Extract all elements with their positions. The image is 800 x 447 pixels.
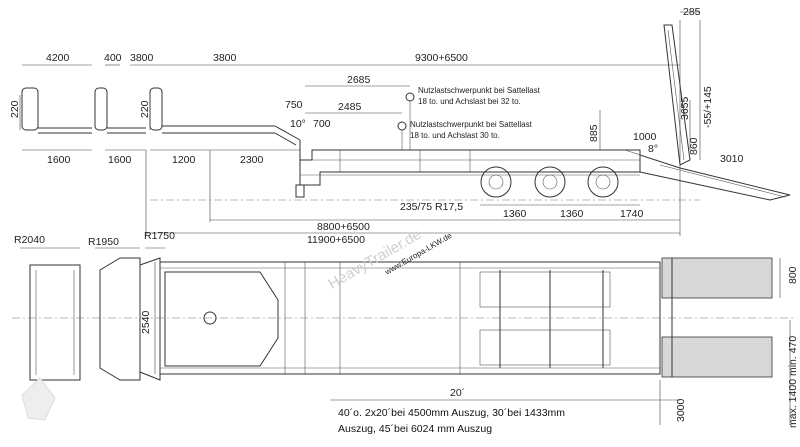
extension-note-line2: Auszug, 45´bei 6024 mm Auszug [338, 423, 492, 435]
dim-55-145: -55/+145 [702, 86, 714, 128]
dim-3800-a: 3800 [130, 52, 154, 64]
dim-885: 885 [588, 124, 600, 142]
radius-r2040: R2040 [14, 234, 45, 246]
dim-3655: 3655 [679, 96, 691, 120]
dim-3000: 3000 [675, 398, 687, 422]
dim-860: 860 [688, 137, 700, 155]
dim-9300: 9300+6500 [415, 52, 468, 64]
trailer-side-view [150, 24, 791, 201]
extension-note-line1: 40´o. 2x20´bei 4500mm Auszug, 30´bei 143… [338, 407, 565, 419]
dim-285: 285 [683, 6, 701, 18]
dim-max-min: max. 1400 min. 470 [787, 336, 799, 428]
dim-4200: 4200 [46, 52, 70, 64]
dim-700: 700 [313, 118, 331, 130]
dim-2300: 2300 [240, 154, 264, 166]
dim-1740: 1740 [620, 208, 644, 220]
dim-3010: 3010 [720, 153, 744, 165]
dim-750: 750 [285, 99, 303, 111]
wheel-axle-3 [587, 166, 619, 198]
dim-1360-b: 1360 [560, 208, 584, 220]
dim-2540: 2540 [140, 310, 152, 334]
radius-r1750: R1750 [144, 230, 175, 242]
dim-2485: 2485 [338, 101, 362, 113]
dim-220-b: 220 [139, 100, 151, 118]
dim-1200: 1200 [172, 154, 196, 166]
side-dimension-labels: 4200 400 3800 3800 9300+6500 285 2685 24… [9, 6, 744, 246]
note1-line1: Nutzlastschwerpunkt bei Sattellast [418, 86, 541, 95]
dim-1600-a: 1600 [47, 154, 71, 166]
dim-3800-b: 3800 [213, 52, 237, 64]
dim-800: 800 [787, 266, 799, 284]
wheel-axle-1 [480, 166, 512, 198]
radius-r1950: R1950 [88, 236, 119, 248]
watermark-logo-icon [21, 377, 56, 421]
dim-8deg: 8° [648, 143, 658, 155]
note2-line2: 18 to. und Achslast 30 to. [410, 131, 500, 140]
axle-bogie-top [479, 270, 611, 368]
dim-20ft: 20´ [450, 387, 465, 399]
top-dimension-lines [20, 247, 791, 425]
dim-400: 400 [104, 52, 122, 64]
payload-notes: Nutzlastschwerpunkt bei Sattellast 18 to… [410, 86, 541, 140]
gooseneck-variants-side [21, 87, 301, 146]
top-dimension-labels: R2040 R1950 R1750 2540 800 max. 1400 min… [14, 230, 799, 435]
note2-line1: Nutzlastschwerpunkt bei Sattellast [410, 120, 533, 129]
dim-1600-b: 1600 [108, 154, 132, 166]
side-dimension-lines [19, 11, 701, 236]
dim-8800: 8800+6500 [317, 221, 370, 233]
trailer-top-view [12, 257, 795, 381]
dim-10deg: 10° [290, 118, 306, 130]
wheel-axle-2 [534, 166, 566, 198]
tyre-size: 235/75 R17,5 [400, 201, 463, 213]
dim-1000: 1000 [633, 131, 657, 143]
note1-line2: 18 to. und Achslast bei 32 to. [418, 97, 521, 106]
dim-220-a: 220 [9, 100, 21, 118]
dim-11900: 11900+6500 [307, 234, 365, 246]
dim-2685: 2685 [347, 74, 371, 86]
dim-1360-a: 1360 [503, 208, 527, 220]
